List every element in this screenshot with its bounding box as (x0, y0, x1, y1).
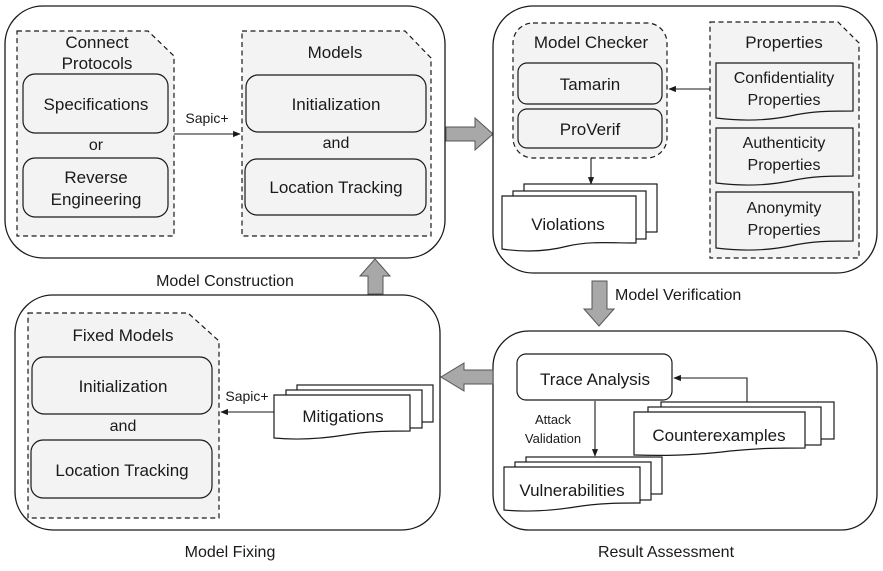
anonymity-label-line1: Anonymity (747, 200, 822, 217)
tamarin-label: Tamarin (560, 75, 620, 94)
trace-analysis-label: Trace Analysis (540, 370, 650, 389)
vulnerabilities-stack: Vulnerabilities (503, 456, 663, 512)
reverse-engineering-box (22, 157, 169, 218)
fixed-initialization-label: Initialization (79, 377, 168, 396)
flow-arrow-fixing-to-construction (358, 258, 392, 295)
counterexamples-to-trace-arrow (673, 374, 748, 402)
proverif-label: ProVerif (560, 120, 621, 139)
model-checker-group: Model Checker Tamarin ProVerif (512, 22, 668, 159)
location-tracking-label: Location Tracking (269, 178, 402, 197)
mitigations-label: Mitigations (302, 407, 383, 426)
fixed-location-tracking-box (30, 439, 213, 499)
confidentiality-label-line2: Properties (748, 92, 821, 109)
mitigations-document (273, 394, 411, 440)
properties-title: Properties (745, 33, 822, 52)
confidentiality-properties-doc (715, 62, 854, 121)
model-fixing-panel: Fixed Models Initialization and Location… (14, 294, 441, 531)
anonymity-properties-doc (715, 191, 854, 251)
models-title: Models (308, 43, 363, 62)
violations-label: Violations (531, 215, 604, 234)
anonymity-label-line2: Properties (748, 222, 821, 239)
trace-analysis-box (516, 353, 673, 401)
model-verification-label: Model Verification (615, 287, 741, 304)
model-checker-title: Model Checker (534, 33, 649, 52)
sapic-label-construction: Sapic+ (185, 110, 228, 126)
vulnerabilities-label: Vulnerabilities (519, 481, 624, 500)
counterexamples-label: Counterexamples (652, 426, 785, 445)
confidentiality-label-line1: Confidentiality (734, 70, 835, 87)
model-construction-label: Model Construction (156, 273, 294, 290)
connect-protocols-group: Connect Protocols Specifications or Reve… (16, 30, 175, 237)
connect-protocols-title-line1: Connect (65, 33, 129, 52)
fixed-and-label: and (110, 418, 137, 435)
flow-arrow-verification-to-assessment (582, 280, 616, 327)
model-fixing-label: Model Fixing (185, 544, 276, 561)
tamarin-box (517, 62, 663, 105)
result-assessment-panel: Trace Analysis Counterexamples Attack Va… (492, 330, 878, 531)
fixed-location-tracking-label: Location Tracking (55, 461, 188, 480)
model-verification-panel: Model Checker Tamarin ProVerif Violation… (492, 5, 878, 274)
vulnerabilities-document (503, 466, 641, 512)
connect-protocols-title-line2: Protocols (62, 54, 133, 73)
counterexamples-stack: Counterexamples (633, 401, 835, 456)
authenticity-properties-doc (715, 127, 854, 186)
attack-validation-label-line2: Validation (525, 431, 581, 446)
violations-stack: Violations (501, 183, 658, 252)
location-tracking-box (244, 158, 427, 216)
violations-document (501, 195, 637, 252)
authenticity-label-line2: Properties (748, 157, 821, 174)
authenticity-label-line1: Authenticity (743, 135, 826, 152)
initialization-label: Initialization (292, 95, 381, 114)
result-assessment-label: Result Assessment (598, 544, 735, 561)
models-group: Models Initialization and Location Track… (241, 30, 432, 237)
sapic-label-fixing: Sapic+ (225, 388, 268, 404)
specifications-label: Specifications (44, 95, 149, 114)
attack-validation-label-line1: Attack (535, 412, 572, 427)
counterexamples-document (633, 411, 806, 456)
reverse-engineering-label-line2: Engineering (51, 190, 142, 209)
properties-group: Properties Confidentiality Properties Au… (709, 21, 860, 259)
or-label: or (89, 137, 104, 154)
initialization-box (245, 74, 427, 133)
fixed-initialization-box (31, 356, 213, 415)
and-label: and (323, 135, 350, 152)
proverif-box (517, 108, 663, 149)
model-construction-panel: Connect Protocols Specifications or Reve… (4, 5, 446, 259)
reverse-engineering-label-line1: Reverse (64, 168, 127, 187)
specifications-box (22, 73, 169, 134)
flow-arrow-construction-to-verification (445, 116, 494, 152)
mitigations-stack: Mitigations (273, 384, 434, 440)
fixed-models-title: Fixed Models (72, 326, 173, 345)
fixed-models-group: Fixed Models Initialization and Location… (27, 312, 220, 519)
flow-arrow-assessment-to-fixing (440, 362, 494, 392)
